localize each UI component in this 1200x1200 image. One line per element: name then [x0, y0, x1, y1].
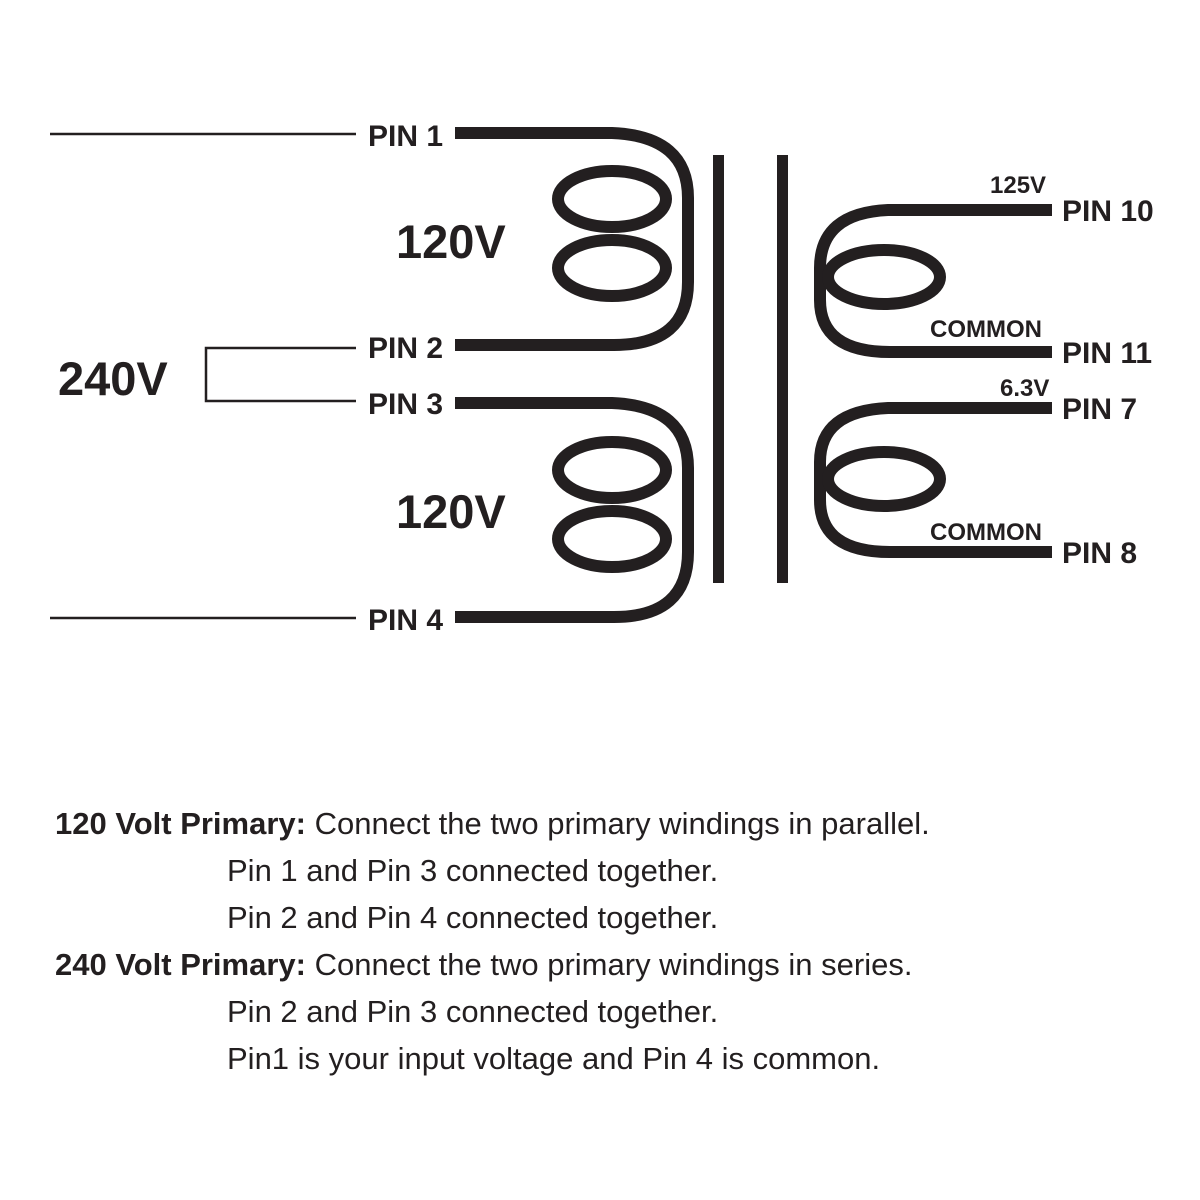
primary-winding-1-loop-top — [552, 165, 672, 233]
secondary-1-voltage-label: 125V — [990, 172, 1046, 199]
pin3-label: PIN 3 — [368, 388, 443, 421]
note-line-120v-detail-1: Pin 1 and Pin 3 connected together. — [55, 847, 1165, 894]
secondary-winding-1-wire — [814, 204, 1052, 358]
primary-winding-2-loop-bottom — [552, 505, 672, 573]
core-bar-left — [713, 155, 724, 583]
pin4-label: PIN 4 — [368, 604, 443, 637]
secondary-winding-2-loop — [822, 446, 946, 512]
pin7-label: PIN 7 — [1062, 393, 1137, 426]
note-120v-detail-2-text: Pin 2 and Pin 4 connected together. — [227, 900, 719, 935]
note-120v-prefix: 120 Volt Primary: — [55, 806, 306, 841]
note-line-240v-heading: 240 Volt Primary: Connect the two primar… — [55, 941, 1165, 988]
note-120v-text: Connect the two primary windings in para… — [305, 806, 930, 841]
series-bracket-line — [204, 346, 356, 403]
primary-winding-1-loop-bottom — [552, 234, 672, 302]
note-240v-text: Connect the two primary windings in seri… — [305, 947, 913, 982]
note-line-120v-detail-2: Pin 2 and Pin 4 connected together. — [55, 894, 1165, 941]
primary-winding-1-voltage-label: 120V — [396, 215, 506, 268]
core-bar-right — [777, 155, 788, 583]
pin10-label: PIN 10 — [1062, 195, 1154, 228]
note-line-240v-detail-1: Pin 2 and Pin 3 connected together. — [55, 988, 1165, 1035]
note-240v-detail-2-text: Pin1 is your input voltage and Pin 4 is … — [227, 1041, 881, 1076]
pin2-label: PIN 2 — [368, 332, 443, 365]
secondary-winding-2-wire — [814, 402, 1052, 558]
note-line-120v-heading: 120 Volt Primary: Connect the two primar… — [55, 800, 1165, 847]
primary-winding-2-voltage-label: 120V — [396, 485, 506, 538]
pin8-label: PIN 8 — [1062, 537, 1137, 570]
primary-winding-2-loop-top — [552, 436, 672, 504]
pin1-label: PIN 1 — [368, 120, 443, 153]
secondary-1-common-label: COMMON — [930, 316, 1042, 343]
note-240v-prefix: 240 Volt Primary: — [55, 947, 306, 982]
primary-winding-2-wire — [455, 397, 694, 623]
secondary-winding-1-loop — [822, 244, 946, 310]
wiring-notes: 120 Volt Primary: Connect the two primar… — [55, 800, 1165, 1082]
note-line-240v-detail-2: Pin1 is your input voltage and Pin 4 is … — [55, 1035, 1165, 1082]
primary-winding-1-wire — [455, 127, 694, 351]
note-240v-detail-1-text: Pin 2 and Pin 3 connected together. — [227, 994, 719, 1029]
secondary-2-voltage-label: 6.3V — [1000, 375, 1049, 402]
pin11-label: PIN 11 — [1062, 337, 1152, 370]
transformer-diagram: PIN 1 120V PIN 2 240V PIN 3 120V PIN 4 1… — [50, 120, 1154, 637]
series-voltage-label: 240V — [58, 352, 168, 405]
note-120v-detail-1-text: Pin 1 and Pin 3 connected together. — [227, 853, 719, 888]
secondary-2-common-label: COMMON — [930, 519, 1042, 546]
